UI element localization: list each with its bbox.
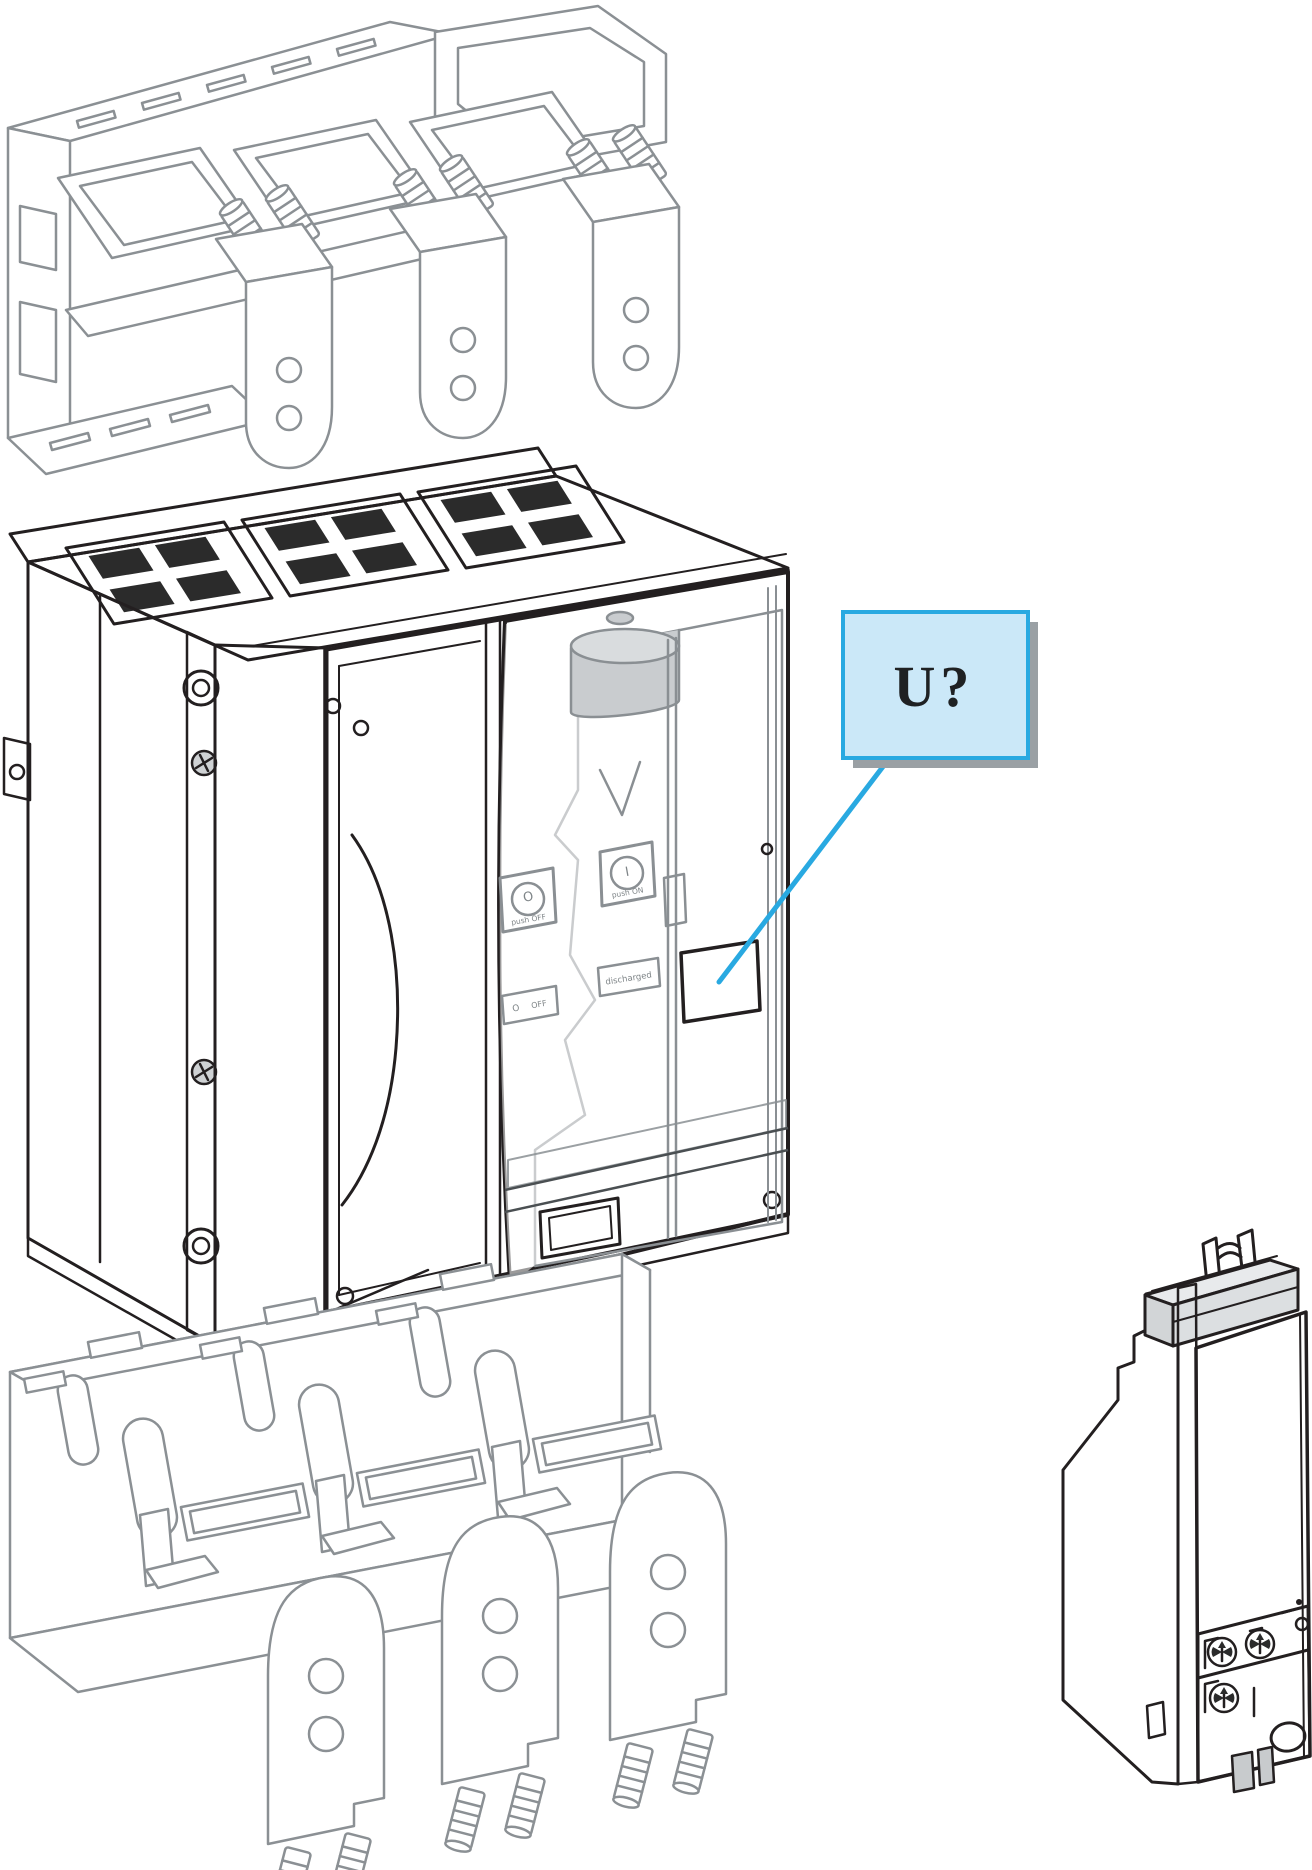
callout-box[interactable]	[841, 610, 1030, 760]
escutcheon-arc	[340, 833, 400, 1207]
frame-screw	[352, 719, 370, 737]
rail-screw	[190, 749, 218, 777]
svg-text:discharged: discharged	[605, 970, 653, 987]
trip-unit-top-bar	[1143, 1255, 1300, 1348]
shield-pole-window	[56, 146, 256, 260]
transparent-front-cover: O push OFF I push ON discharged O OFF	[497, 570, 790, 1284]
cover-vent	[538, 1196, 622, 1260]
rating-label[interactable]	[679, 939, 762, 1024]
trip-unit-controls	[1196, 1599, 1312, 1784]
off-indicator: O OFF	[500, 984, 560, 1026]
upper-strap	[563, 122, 679, 408]
spring-charge-cylinder	[569, 610, 681, 817]
side-mount-tab	[2, 736, 32, 802]
upper-strap	[390, 152, 506, 438]
shield-left-wall	[6, 126, 72, 464]
trip-indicator-led	[1294, 1616, 1310, 1632]
hinge-rail	[182, 630, 220, 1347]
hinge-top	[182, 669, 220, 707]
trip-setting-dial[interactable]	[1208, 1682, 1240, 1714]
plate-pole-cutouts	[374, 1262, 663, 1522]
hinge-bottom	[182, 1227, 220, 1265]
on-button-symbol: I	[624, 865, 630, 880]
plate-pole-cutouts	[22, 1330, 311, 1590]
trip-unit-module	[1061, 1228, 1312, 1794]
frame-screw	[324, 697, 342, 715]
breaker-body: O push OFF I push ON discharged O OFF	[2, 446, 790, 1364]
trip-unit-connector	[1145, 1700, 1276, 1794]
off-indicator-text: OFF	[530, 999, 547, 1011]
push-off-button[interactable]: O push OFF	[498, 866, 558, 934]
off-indicator-symbol: O	[512, 1003, 521, 1014]
lower-strap	[442, 1516, 558, 1854]
off-button-symbol: O	[522, 889, 535, 906]
rear-terminal-shield	[6, 4, 668, 476]
frame-screw	[335, 1286, 355, 1306]
frame-screw	[762, 1190, 782, 1210]
trip-setting-dial[interactable]	[1244, 1628, 1276, 1660]
rail-screw	[190, 1058, 218, 1086]
lower-strap	[610, 1472, 726, 1810]
spring-state-label: discharged	[596, 956, 662, 998]
lower-strap	[268, 1576, 384, 1870]
push-on-button[interactable]: I push ON	[598, 840, 657, 908]
plate-pole-cutouts	[198, 1296, 487, 1556]
callout-leader-line	[716, 757, 891, 985]
top-terminal-cluster	[64, 520, 274, 626]
test-button[interactable]	[1268, 1720, 1307, 1754]
trip-setting-dial[interactable]	[1206, 1636, 1238, 1668]
voltage-callout: U?	[716, 610, 1038, 985]
callout-label: U?	[894, 654, 975, 719]
